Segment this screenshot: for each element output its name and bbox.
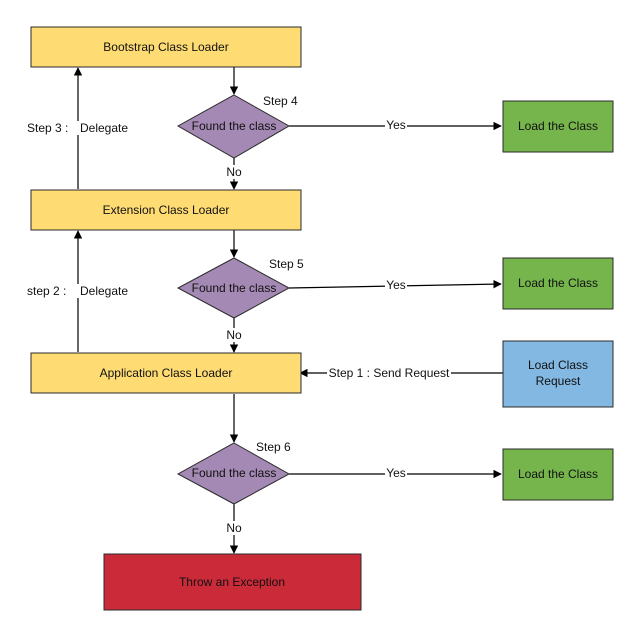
load-class-box-2: Load the Class	[502, 257, 614, 310]
no1-label: No	[226, 165, 242, 179]
decision-diamond-3: Found the class	[176, 442, 291, 505]
delegate3-label: Delegate	[80, 121, 128, 135]
step6-label: Step 6	[256, 440, 291, 454]
request-label-line2: Request	[536, 374, 581, 388]
load-class-request-box: Load Class Request	[502, 340, 614, 408]
connectors	[73, 67, 503, 554]
exception-label: Throw an Exception	[179, 575, 285, 589]
application-loader-box: Application Class Loader	[30, 352, 302, 394]
no2-label: No	[226, 328, 242, 342]
load-class-box-1: Load the Class	[502, 100, 614, 153]
load-class-1-label: Load the Class	[518, 119, 598, 133]
decision-diamond-2: Found the class	[176, 257, 291, 319]
extension-loader-box: Extension Class Loader	[30, 189, 302, 231]
load-class-2-label: Load the Class	[518, 276, 598, 290]
bootstrap-loader-box: Bootstrap Class Loader	[30, 26, 302, 68]
step5-label: Step 5	[269, 257, 304, 271]
yes1-label: Yes	[386, 118, 406, 132]
step4-label: Step 4	[263, 94, 298, 108]
step1-label: Step 1 : Send Request	[329, 366, 450, 380]
delegate2-label: Delegate	[80, 284, 128, 298]
yes3-label: Yes	[386, 466, 406, 480]
decision3-label: Found the class	[192, 466, 277, 480]
decision-diamond-1: Found the class	[176, 94, 291, 159]
load-class-3-label: Load the Class	[518, 467, 598, 481]
exception-box: Throw an Exception	[103, 553, 362, 611]
decision1-label: Found the class	[192, 119, 277, 133]
application-loader-label: Application Class Loader	[100, 366, 233, 380]
decision2-label: Found the class	[192, 281, 277, 295]
yes2-label: Yes	[386, 278, 406, 292]
bootstrap-loader-label: Bootstrap Class Loader	[103, 40, 228, 54]
no3-label: No	[226, 521, 242, 535]
request-label-line1: Load Class	[528, 358, 588, 372]
step2-label: step 2 :	[27, 284, 66, 298]
load-class-box-3: Load the Class	[502, 448, 614, 501]
step3-label: Step 3 :	[27, 121, 68, 135]
connector-labels: Step 4 Step 5 Step 6 Yes Yes Yes No No N…	[27, 94, 451, 535]
extension-loader-label: Extension Class Loader	[103, 203, 230, 217]
